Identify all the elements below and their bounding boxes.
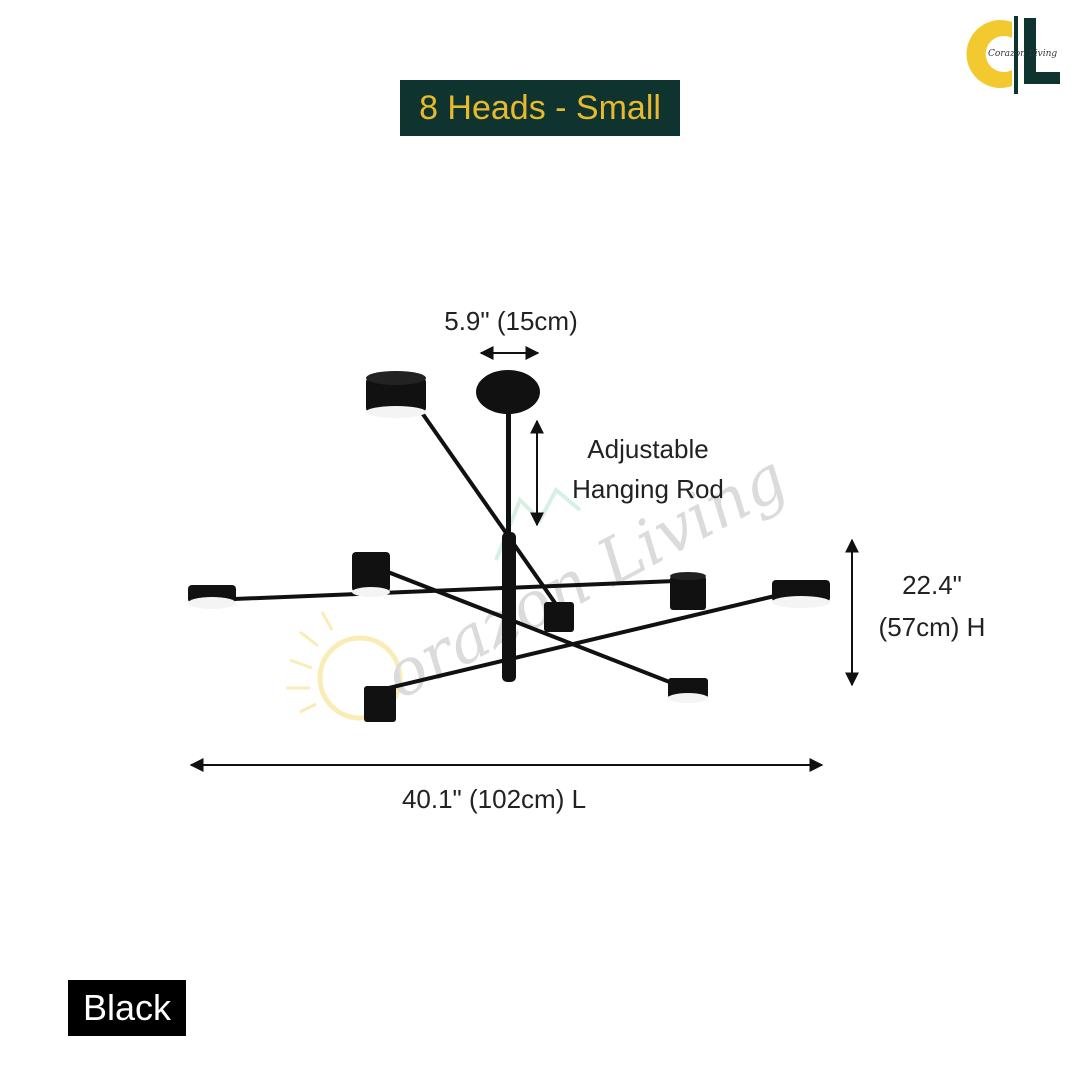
height-label-line2: (57cm) H (878, 612, 986, 642)
arms (208, 408, 802, 692)
canopy (476, 370, 540, 682)
lamp-head (670, 572, 706, 610)
lamp-head (364, 686, 396, 722)
rod-label-line1: Adjustable (587, 434, 709, 464)
height-label-line1: 22.4" (902, 570, 962, 600)
lamp-heads (188, 371, 830, 722)
lamp-head (772, 580, 830, 608)
rod-label-line2: Hanging Rod (572, 474, 724, 504)
finish-badge: Black (68, 980, 186, 1036)
product-title: 8 Heads - Small (400, 80, 680, 136)
brand-logo: Corazon Living (964, 12, 1064, 96)
lamp-head (668, 678, 708, 703)
length-label: 40.1" (102cm) L (401, 784, 587, 814)
lamp-head (352, 552, 390, 597)
lamp-head (188, 585, 236, 609)
lamp-head (366, 371, 426, 418)
svg-text:Corazon Living: Corazon Living (988, 49, 1057, 59)
canopy-width-label: 5.9" (15cm) (444, 306, 578, 336)
lamp-head (544, 602, 574, 632)
